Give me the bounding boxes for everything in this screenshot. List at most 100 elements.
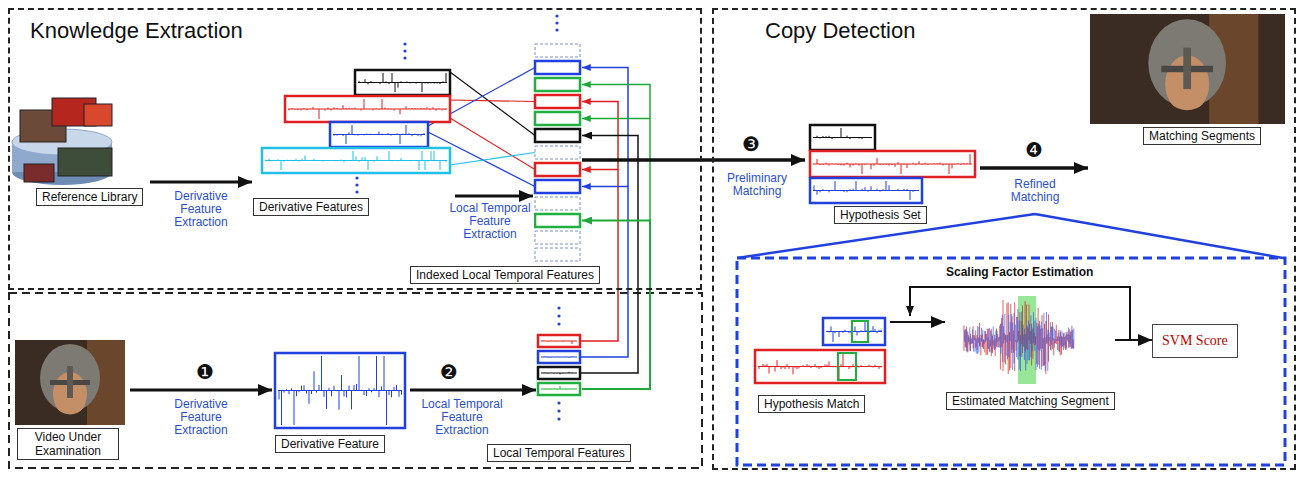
lookup-line <box>580 136 638 374</box>
ellipsis-dot <box>403 56 406 59</box>
lookup-line <box>582 118 650 120</box>
waveform-frame <box>810 151 975 177</box>
waveform-frame <box>275 353 405 428</box>
node-label: Derivative Features <box>253 198 369 216</box>
waveform-frame <box>262 148 450 173</box>
ellipsis-dot <box>355 176 358 179</box>
waveform-frame <box>285 96 450 122</box>
score-box: SVM Score <box>1152 324 1238 358</box>
waveform-frame <box>755 350 885 383</box>
flow-arrow <box>130 389 272 392</box>
index-slot <box>535 197 580 210</box>
waveform-frame <box>823 318 885 345</box>
flow-arrow <box>1115 339 1152 341</box>
index-slot <box>535 180 580 193</box>
waveform-frame <box>810 178 922 203</box>
flow-arrow <box>582 221 650 390</box>
waveform-frame <box>355 70 450 95</box>
node-label: Hypothesis Set <box>834 206 927 224</box>
feature-group: Hypothesis Set <box>805 120 980 226</box>
feature-group: Hypothesis Match <box>748 312 890 418</box>
score-text: SVM Score <box>1162 333 1228 349</box>
node-label: Indexed Local Temporal Features <box>410 266 600 284</box>
ellipsis-dot <box>403 49 406 52</box>
waveform-frame <box>538 383 580 395</box>
index-slot <box>535 95 580 108</box>
node-label: Reference Library <box>36 188 143 206</box>
index-link <box>450 100 535 102</box>
index-slot <box>535 78 580 91</box>
waveform-signal <box>541 386 577 390</box>
waveform-frame <box>810 125 875 150</box>
arrow-label: Derivative Feature Extraction <box>161 398 241 437</box>
ellipsis-dot <box>403 42 406 45</box>
feature-group: Local Temporal Features <box>536 300 582 432</box>
feature-group: Reference Library <box>12 95 150 210</box>
waveform-signal <box>333 125 425 144</box>
callout-number: ❸ <box>742 134 760 154</box>
lookup-line <box>582 169 618 171</box>
thumbnail <box>24 164 54 182</box>
zoom-box <box>737 258 1285 465</box>
ellipsis-dot <box>355 183 358 186</box>
waveform-frame <box>538 367 580 379</box>
lookup-line <box>582 68 628 187</box>
node-label: Hypothesis Match <box>758 395 865 413</box>
index-slot <box>535 61 580 74</box>
ellipsis-dot <box>557 401 560 404</box>
video-frame <box>1116 14 1258 124</box>
ellipsis-dot <box>555 21 558 24</box>
region-panel: Knowledge ExtractionReference LibraryDer… <box>8 8 702 290</box>
waveform-signal <box>541 356 577 357</box>
feature-group: Estimated Matching Segment <box>945 292 1115 414</box>
index-slot <box>535 44 580 57</box>
index-slot <box>535 112 580 125</box>
waveform-frame <box>538 351 580 363</box>
region-title: Copy Detection <box>765 18 915 44</box>
ellipsis-dot <box>557 306 560 309</box>
flow-arrow <box>455 195 533 198</box>
region-panel: Copy DetectionHypothesis Set Matching Seg… <box>712 8 1296 470</box>
lookup-line <box>582 85 650 221</box>
waveform-signal <box>358 73 447 92</box>
waveform-signal <box>813 154 972 174</box>
waveform-signal <box>541 372 577 375</box>
ellipsis-dot <box>557 314 560 317</box>
index-slot <box>535 231 580 244</box>
waveform-signal <box>813 128 872 139</box>
thumbnail <box>84 104 112 126</box>
flow-arrow <box>890 321 945 323</box>
waveform-signal <box>964 300 1073 374</box>
arrow-label: Refined Matching <box>1000 178 1070 204</box>
arrow-label: Local Temporal Feature Extraction <box>446 202 534 241</box>
match-window <box>838 353 856 380</box>
node-label: Local Temporal Features <box>487 444 631 462</box>
ellipsis-dot <box>555 14 558 17</box>
zoom-line <box>737 214 1283 258</box>
loop-label: Scaling Factor Estimation <box>944 265 1095 279</box>
arrow-label: Preliminary Matching <box>717 172 797 198</box>
node-label: Video Under Examination <box>17 428 119 460</box>
index-slot <box>535 163 580 176</box>
signal-art <box>262 14 1075 428</box>
node-label: Derivative Feature <box>275 435 385 453</box>
thumbnail <box>58 148 112 176</box>
index-link <box>450 118 535 170</box>
ellipsis-dot <box>557 417 560 420</box>
waveform-signal <box>965 309 1074 371</box>
feature-group: Derivative Features <box>252 38 455 226</box>
index-slot <box>535 146 580 159</box>
waveform-frame <box>538 335 580 347</box>
ellipsis-dot <box>355 190 358 193</box>
waveform-signal <box>758 353 882 380</box>
node-label: Matching Segments <box>1143 127 1261 145</box>
flow-arrow <box>582 158 805 162</box>
ellipsis-dot <box>557 322 560 325</box>
callout-number: ❶ <box>196 362 214 382</box>
waveform-signal <box>826 321 882 342</box>
waveform-signal <box>541 341 577 345</box>
waveform-signal <box>278 356 402 425</box>
waveform-frame <box>330 122 428 147</box>
callout-number: ❹ <box>1025 140 1043 160</box>
index-slot <box>535 214 580 227</box>
